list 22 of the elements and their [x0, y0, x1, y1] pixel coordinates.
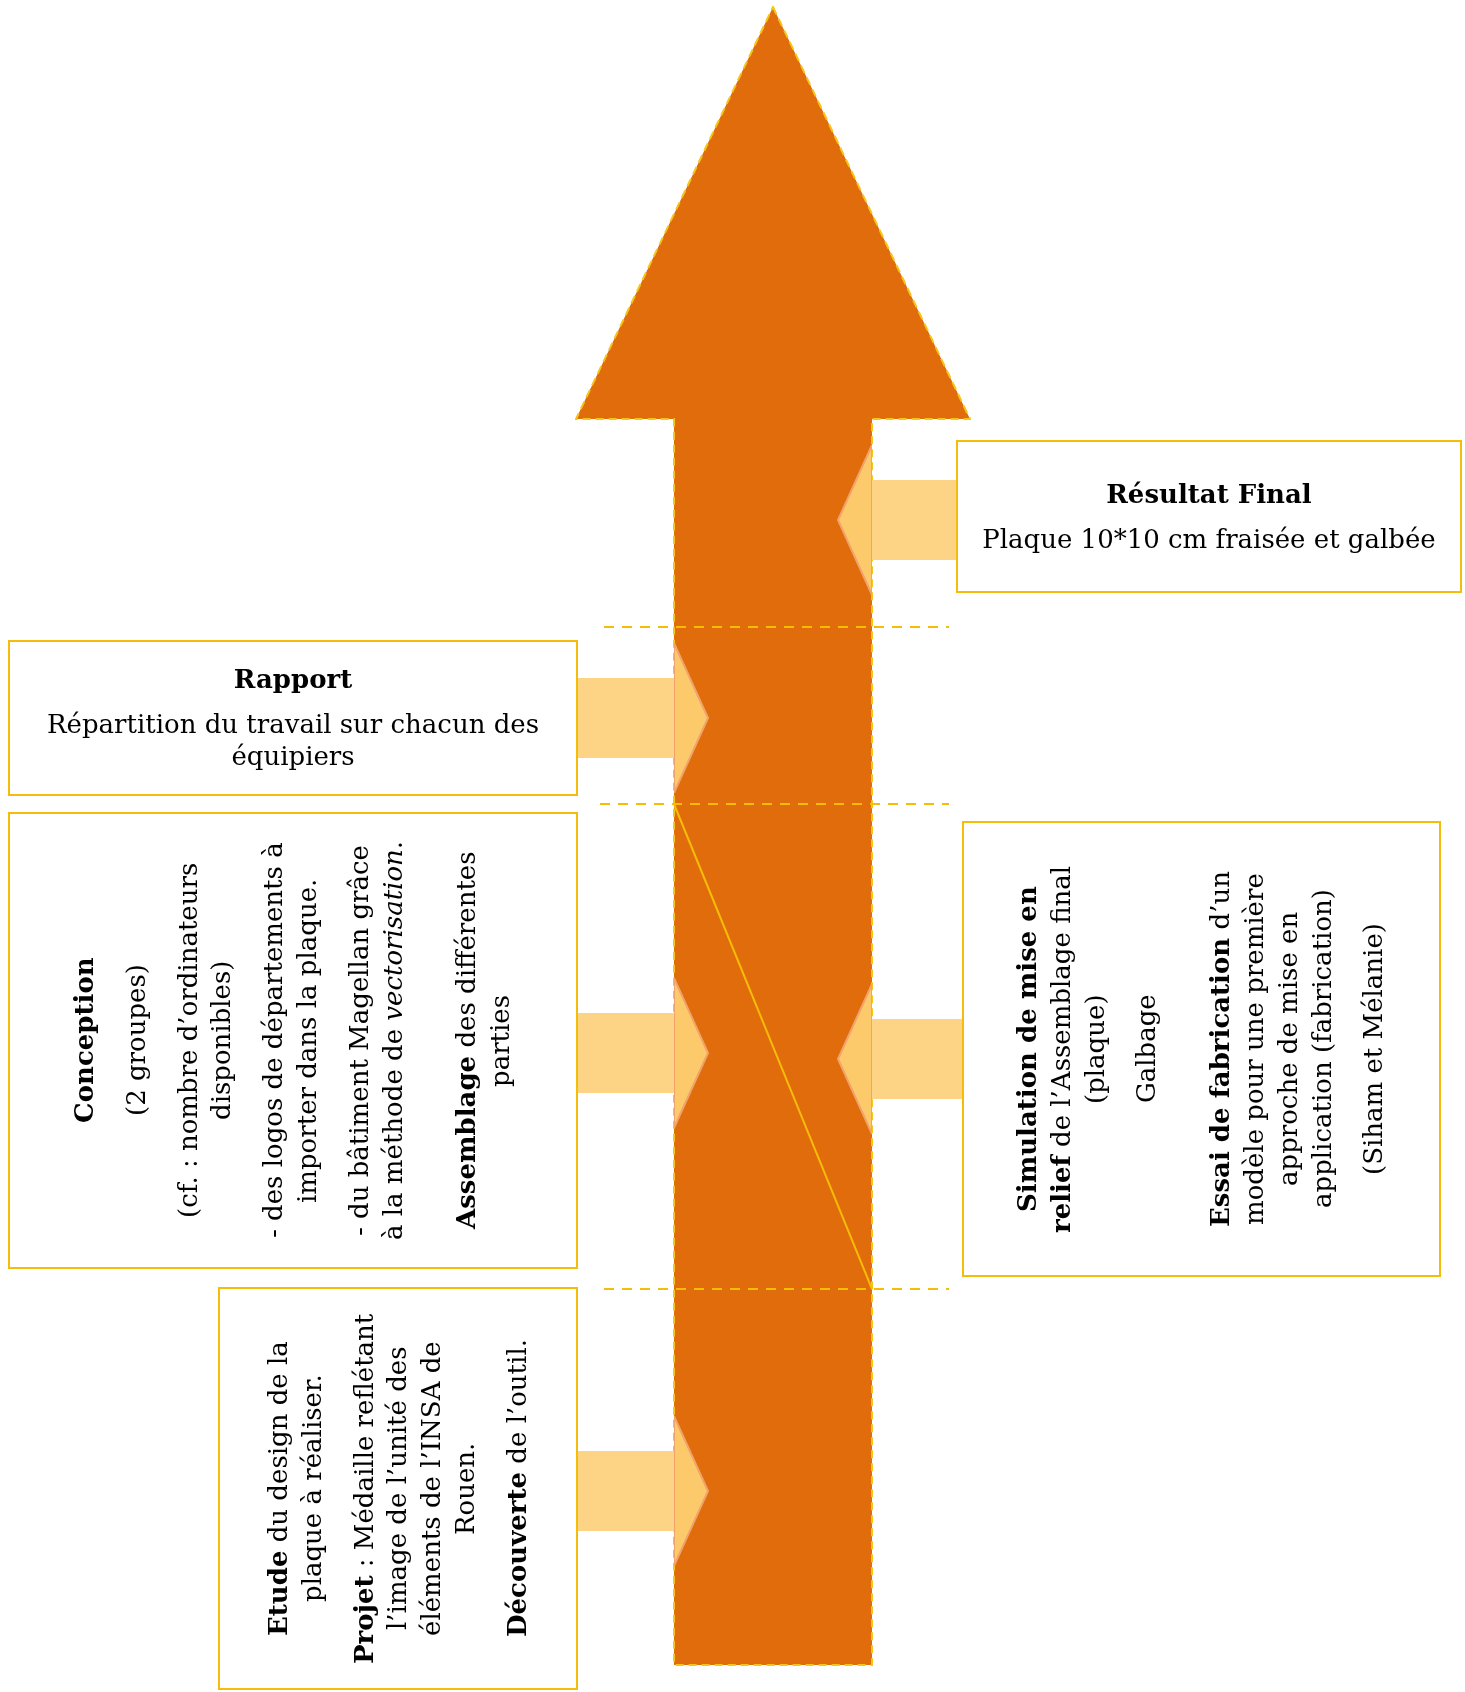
description-text: Répartition du travail sur chacun des équipiers — [45, 707, 541, 773]
heading-text: Conception — [68, 957, 100, 1124]
report-box — [8, 640, 578, 796]
design-box — [8, 812, 578, 1269]
chevron-arrow — [578, 977, 709, 1129]
result-box — [956, 440, 1462, 593]
description-text: (Siham et Mélanie) — [1357, 923, 1390, 1175]
chevron-arrow — [578, 1415, 709, 1567]
heading-text: Rapport — [233, 663, 353, 696]
description-text: Plaque 10*10 cm fraisée et galbée — [982, 522, 1436, 555]
chevron-arrow — [837, 983, 962, 1135]
simulation-box — [962, 821, 1441, 1277]
description-text: (cf. : nombre d’ordinateurs disponibles) — [171, 861, 238, 1221]
description-text: Découverte de l’outil. — [500, 1339, 533, 1638]
chevron-arrow — [578, 642, 709, 794]
upward-arrow — [575, 6, 971, 1666]
chevron-arrow — [837, 444, 956, 596]
heading-text: Résultat Final — [1106, 478, 1312, 511]
description-text: (2 groupes) — [119, 964, 152, 1117]
description-text: - des logos de départements à importer dans la plaque. — [257, 841, 323, 1241]
study-box — [218, 1287, 578, 1690]
description-text: Galbage — [1130, 994, 1163, 1104]
